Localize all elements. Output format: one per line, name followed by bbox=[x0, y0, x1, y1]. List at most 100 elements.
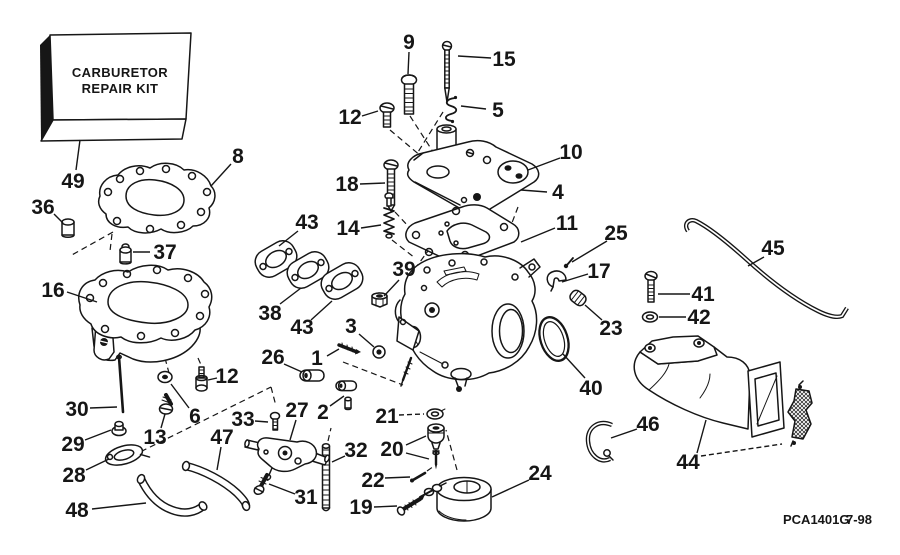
part-gasket-43a bbox=[254, 240, 298, 278]
callout-20: 20 bbox=[380, 438, 403, 461]
part-link-rod-45 bbox=[683, 218, 849, 319]
part-clamp-46 bbox=[585, 420, 614, 463]
leader-43 bbox=[310, 300, 333, 321]
callout-33: 33 bbox=[231, 408, 254, 431]
part-screw-12a bbox=[379, 102, 395, 128]
leader-5 bbox=[460, 105, 487, 110]
leader-49 bbox=[75, 139, 81, 171]
callout-28: 28 bbox=[62, 464, 86, 487]
leader-44 bbox=[696, 419, 707, 454]
part-pin-1 bbox=[337, 342, 361, 355]
callout-15: 15 bbox=[492, 48, 516, 71]
leader-43 bbox=[278, 230, 299, 247]
callout-17: 17 bbox=[587, 260, 610, 283]
callout-26: 26 bbox=[261, 346, 284, 369]
callout-40: 40 bbox=[579, 377, 602, 400]
part-gasket-43b bbox=[320, 262, 364, 300]
leader-22 bbox=[384, 476, 411, 479]
callout-24: 24 bbox=[528, 462, 552, 485]
leader-8 bbox=[210, 163, 232, 187]
part-spring-23 bbox=[569, 289, 587, 307]
callout-16: 16 bbox=[41, 279, 64, 302]
leader-47 bbox=[216, 446, 222, 471]
callout-37: 37 bbox=[153, 241, 176, 264]
leader-39 bbox=[383, 279, 400, 297]
part-screw-25 bbox=[563, 257, 574, 269]
callout-21: 21 bbox=[375, 405, 399, 428]
part-nut-39 bbox=[371, 292, 388, 308]
part-mesh-screen-44 bbox=[787, 380, 813, 447]
callout-44: 44 bbox=[676, 451, 700, 474]
part-grommet-29 bbox=[111, 420, 127, 437]
callout-6: 6 bbox=[189, 405, 201, 428]
leader-6 bbox=[170, 383, 190, 409]
leader-12 bbox=[361, 110, 379, 117]
kit-box-line1: CARBURETOR bbox=[72, 65, 168, 80]
leader-44 bbox=[700, 443, 783, 457]
part-oring-40 bbox=[538, 316, 570, 362]
part-spring-screw-14 bbox=[383, 192, 395, 239]
part-bushing-26 bbox=[299, 369, 325, 382]
callout-32: 32 bbox=[344, 439, 367, 462]
leader-3 bbox=[358, 333, 375, 348]
callout-22: 22 bbox=[361, 469, 384, 492]
callout-3: 3 bbox=[345, 315, 357, 338]
part-plug-37 bbox=[119, 243, 132, 265]
part-needle-screw-15 bbox=[441, 40, 453, 103]
part-clip-17 bbox=[546, 270, 567, 292]
part-washer-3 bbox=[372, 345, 386, 359]
callout-47: 47 bbox=[210, 426, 233, 449]
callout-19: 19 bbox=[349, 496, 372, 519]
leader-20 bbox=[405, 435, 427, 446]
callout-11: 11 bbox=[556, 212, 579, 235]
leader-26 bbox=[283, 363, 303, 373]
leader-4 bbox=[520, 189, 548, 193]
part-screw-13 bbox=[158, 393, 174, 415]
callout-46: 46 bbox=[636, 413, 659, 436]
part-bushing-2 bbox=[335, 380, 358, 411]
kit-box-line2: REPAIR KIT bbox=[82, 81, 159, 96]
leader-20 bbox=[405, 452, 430, 460]
callout-31: 31 bbox=[294, 486, 318, 509]
part-screw-41 bbox=[644, 270, 658, 303]
part-pin-30 bbox=[116, 354, 125, 414]
callout-25: 25 bbox=[604, 222, 628, 245]
callout-36: 36 bbox=[31, 196, 54, 219]
leader-12 bbox=[207, 377, 218, 381]
leader-33 bbox=[254, 420, 269, 423]
part-screw-33 bbox=[269, 411, 281, 431]
part-needle-20 bbox=[432, 449, 440, 470]
callout-13: 13 bbox=[143, 426, 166, 449]
callout-45: 45 bbox=[761, 237, 785, 260]
leader-32 bbox=[331, 455, 346, 463]
callout-12: 12 bbox=[338, 106, 361, 129]
part-valve-seat-20 bbox=[427, 423, 445, 450]
leader-24 bbox=[491, 479, 530, 498]
repair-kit-box: CARBURETOR REPAIR KIT bbox=[40, 32, 192, 142]
callout-2: 2 bbox=[317, 401, 329, 424]
leader-17 bbox=[561, 273, 589, 283]
leader-40 bbox=[562, 353, 586, 379]
part-plug-36 bbox=[61, 218, 75, 238]
callout-18: 18 bbox=[335, 173, 359, 196]
part-screw-9 bbox=[400, 74, 418, 115]
leader-1 bbox=[326, 348, 340, 357]
callout-42: 42 bbox=[687, 306, 710, 329]
callout-10: 10 bbox=[559, 141, 582, 164]
leader-23 bbox=[584, 304, 603, 321]
callout-38: 38 bbox=[258, 302, 282, 325]
plate-revision: 7-98 bbox=[846, 512, 872, 527]
part-float-bowl-16 bbox=[78, 264, 213, 363]
leader-10 bbox=[527, 157, 561, 171]
part-hose-48 bbox=[136, 473, 208, 517]
leader-48 bbox=[91, 502, 147, 510]
part-carburetor-body bbox=[394, 252, 541, 392]
part-bowl-gasket-8 bbox=[97, 162, 216, 234]
part-screw-12b bbox=[195, 366, 208, 392]
leader-15 bbox=[457, 55, 492, 59]
part-diaphragm-gasket-11 bbox=[405, 204, 520, 262]
part-pin-22 bbox=[410, 471, 427, 483]
callout-5: 5 bbox=[492, 99, 504, 122]
